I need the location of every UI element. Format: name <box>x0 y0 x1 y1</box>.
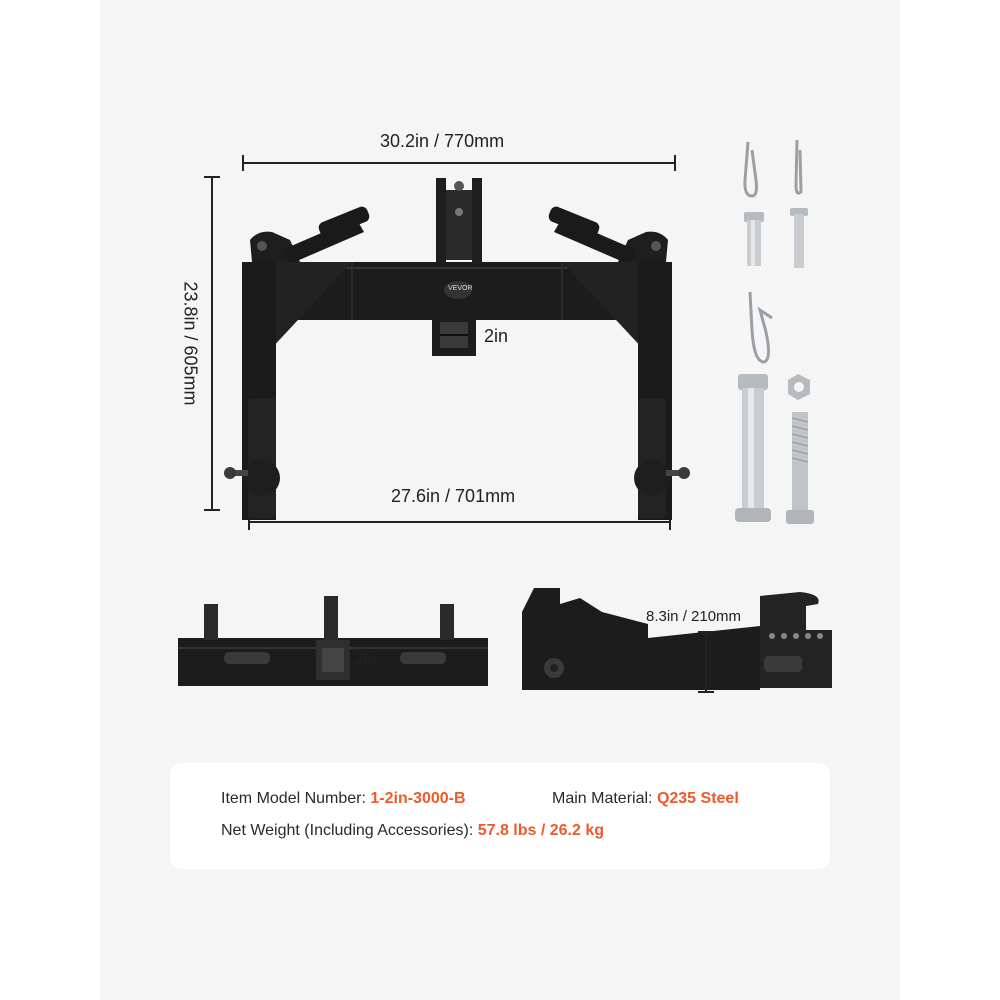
clevis-pin-right <box>790 208 808 268</box>
depth-label: 8.3in / 210mm <box>646 608 742 625</box>
model-number: Item Model Number: 1-2in-3000-B <box>221 790 466 808</box>
cotter-pin-small-right <box>794 139 803 195</box>
clevis-pin-left <box>744 212 764 266</box>
spec-card <box>170 763 830 869</box>
net-weight-value: 57.8 lbs / 26.2 kg <box>477 822 605 839</box>
net-weight-label: Net Weight (Including Accessories): <box>221 822 474 839</box>
cotter-pin-small-left <box>743 141 758 198</box>
main-material-value: Q235 Steel <box>656 790 739 807</box>
right-lower-hook <box>634 398 690 518</box>
width-label: 30.2in / 770mm <box>380 131 505 151</box>
brand-logo-bg <box>444 281 472 299</box>
top-view-receiver-label: 2in <box>355 651 377 668</box>
bolt <box>786 412 814 524</box>
receiver-size-label: 2in <box>484 326 509 346</box>
left-release-handle <box>282 206 370 264</box>
top-mast <box>436 178 482 264</box>
main-material-label: Main Material: <box>552 790 653 807</box>
depth-dimension-line <box>698 631 714 693</box>
right-release-handle <box>548 206 636 264</box>
height-dimension-line <box>204 176 220 511</box>
top-view-right-handle <box>400 652 446 664</box>
top-view-center-tab <box>324 596 338 640</box>
inner-width-label: 27.6in / 701mm <box>391 486 516 506</box>
net-weight: Net Weight (Including Accessories): 57.8… <box>221 822 604 840</box>
model-number-label: Item Model Number: <box>221 790 366 807</box>
left-lower-hook <box>224 398 280 518</box>
main-material: Main Material: Q235 Steel <box>552 790 739 808</box>
hitch-pin-clip <box>748 291 773 364</box>
model-number-value: 1-2in-3000-B <box>370 790 466 807</box>
top-view-left-tab <box>204 604 218 640</box>
width-dimension-line <box>242 155 676 171</box>
brand-logo: VEVOR <box>448 285 473 292</box>
top-view-left-handle <box>224 652 270 664</box>
receiver-tube <box>432 312 476 356</box>
top-view-right-tab <box>440 604 454 640</box>
large-pin <box>735 374 771 522</box>
side-view-hook <box>760 592 832 688</box>
